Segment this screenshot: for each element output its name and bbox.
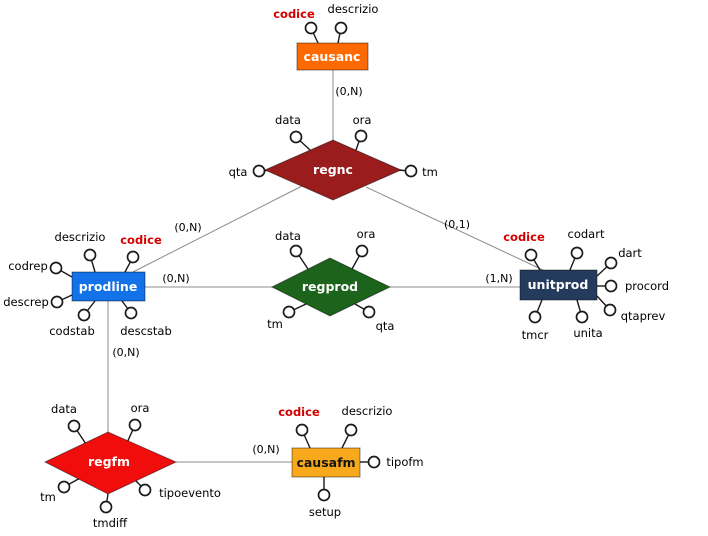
attr-prodline-descrep-label: descrep <box>3 295 49 309</box>
attr-unitprod-codice-label: codice <box>503 230 545 244</box>
attr-prodline-descrizio-dot <box>83 248 97 262</box>
attr-causanc-descrizio-label: descrizio <box>328 2 379 16</box>
attr-unitprod-unita-dot <box>575 310 589 324</box>
attr-unitprod-tmcr-dot <box>528 310 542 324</box>
attr-unitprod-qtaprev-label: qtaprev <box>621 309 666 323</box>
entity-causafm-label: causafm <box>296 455 355 470</box>
entity-causafm-group: causafm codice descrizio tipofm setup <box>278 404 423 519</box>
attr-unitprod-codart-label: codart <box>568 227 605 241</box>
attr-regfm-tm-label: tm <box>40 490 56 504</box>
attr-prodline-codstab-label: codstab <box>49 324 95 338</box>
edge-regnc-unitprod <box>365 186 544 271</box>
cardinality-regfm-causafm: (0,N) <box>252 443 279 456</box>
attr-regfm-tipoevento-label: tipoevento <box>159 486 221 500</box>
attr-regfm-tipoevento-dot <box>138 483 152 497</box>
attr-regnc-qta-dot <box>252 164 266 178</box>
attr-causanc-codice-label: codice <box>273 7 315 21</box>
entity-prodline <box>71 271 146 302</box>
attr-causafm-codice-label: codice <box>278 405 320 419</box>
cardinality-prodline-regfm: (0,N) <box>112 346 139 359</box>
attr-prodline-descstab-label: descstab <box>120 324 172 338</box>
attr-unitprod-tmcr-label: tmcr <box>522 328 549 342</box>
attr-unitprod-codart-dot <box>570 246 584 260</box>
attr-causafm-setup-dot <box>317 488 331 502</box>
attr-causanc-codice-dot <box>304 21 318 35</box>
cardinality-regnc-unitprod: (0,1) <box>444 218 470 231</box>
entity-unitprod <box>519 269 598 301</box>
cardinality-prodline-regprod: (0,N) <box>162 272 189 285</box>
cardinality-regnc-prodline: (0,N) <box>174 221 201 234</box>
entity-unitprod-group: unitprod codice codart dart procord qtap… <box>503 227 669 342</box>
attr-unitprod-dart-label: dart <box>618 246 642 260</box>
relationship-regfm-group: regfm data ora tm tmdiff tipoevento <box>40 401 221 530</box>
attr-unitprod-unita-label: unita <box>573 326 602 340</box>
relationship-regfm-label: regfm <box>88 454 130 469</box>
attr-regprod-tm-label: tm <box>267 317 283 331</box>
attr-regprod-tm-dot <box>282 305 296 319</box>
attr-regprod-ora-dot <box>355 244 369 258</box>
attr-prodline-codice-dot <box>126 250 140 264</box>
cardinality-regprod-unitprod: (1,N) <box>485 272 512 285</box>
attr-unitprod-procord-dot <box>604 279 618 293</box>
attr-regfm-tm-dot <box>57 480 71 494</box>
attr-causafm-codice-dot <box>295 423 309 437</box>
attr-regnc-tm-label: tm <box>422 165 438 179</box>
attr-causafm-setup-label: setup <box>309 505 341 519</box>
entity-unitprod-label: unitprod <box>528 277 589 292</box>
entity-prodline-group: prodline descrizio codice codrep descrep… <box>3 230 172 338</box>
entity-prodline-label: prodline <box>79 279 138 294</box>
attr-regfm-ora-label: ora <box>131 401 150 415</box>
relationship-regprod-label: regprod <box>302 279 358 294</box>
attr-causanc-descrizio-dot <box>334 21 348 35</box>
attr-regnc-qta-label: qta <box>229 165 248 179</box>
cardinality-causanc-regnc: (0,N) <box>335 85 362 98</box>
entity-causanc <box>296 42 369 71</box>
attr-prodline-codstab-dot <box>77 308 91 322</box>
attr-unitprod-codice-dot <box>524 248 538 262</box>
attr-regfm-data-dot <box>67 419 81 433</box>
entity-causanc-group: causanc codice descrizio <box>273 2 379 71</box>
attr-regnc-tm-dot <box>404 164 418 178</box>
attr-prodline-descstab-dot <box>124 306 138 320</box>
attr-prodline-codrep-dot <box>49 261 63 275</box>
attr-regprod-data-dot <box>289 244 303 258</box>
entity-causanc-label: causanc <box>304 49 361 64</box>
relationship-regprod <box>270 257 392 317</box>
attr-unitprod-dart-dot <box>604 256 618 270</box>
attr-causafm-tipofm-dot <box>367 455 381 469</box>
attr-regnc-data-label: data <box>275 113 301 127</box>
attr-causafm-descrizio-dot <box>344 423 358 437</box>
relationship-regnc-label: regnc <box>313 162 353 177</box>
attr-regfm-tmdiff-label: tmdiff <box>93 516 128 530</box>
attr-prodline-descrep-dot <box>50 295 64 309</box>
attr-unitprod-procord-label: procord <box>625 279 669 293</box>
attr-regfm-ora-dot <box>128 418 142 432</box>
attr-regfm-data-label: data <box>51 402 77 416</box>
attr-causafm-descrizio-label: descrizio <box>342 404 393 418</box>
attr-regprod-ora-label: ora <box>357 227 376 241</box>
attr-regprod-qta-label: qta <box>376 319 395 333</box>
attr-regprod-data-label: data <box>275 229 301 243</box>
attr-regprod-qta-dot <box>362 305 376 319</box>
relationship-regnc <box>263 139 403 201</box>
attr-causafm-tipofm-label: tipofm <box>386 455 423 469</box>
relationship-regprod-group: regprod data ora tm qta <box>267 227 394 333</box>
attr-prodline-codice-label: codice <box>120 233 162 247</box>
attr-regfm-tmdiff-dot <box>99 500 113 514</box>
attr-regnc-ora-label: ora <box>353 113 372 127</box>
attr-prodline-codrep-label: codrep <box>8 259 48 273</box>
relationship-regfm <box>43 431 178 495</box>
attr-unitprod-qtaprev-dot <box>603 303 617 317</box>
relationship-regnc-group: regnc data ora qta tm <box>229 113 438 201</box>
attr-regnc-data-dot <box>289 130 303 144</box>
attr-regnc-ora-dot <box>354 129 368 143</box>
entity-causafm <box>291 447 361 478</box>
attr-prodline-descrizio-label: descrizio <box>55 230 106 244</box>
cardinality-labels: (0,N) (0,N) (0,1) (0,N) (1,N) (0,N) (0,N… <box>112 85 512 456</box>
edge-regnc-prodline <box>132 185 303 273</box>
relationship-connections <box>107 70 544 463</box>
